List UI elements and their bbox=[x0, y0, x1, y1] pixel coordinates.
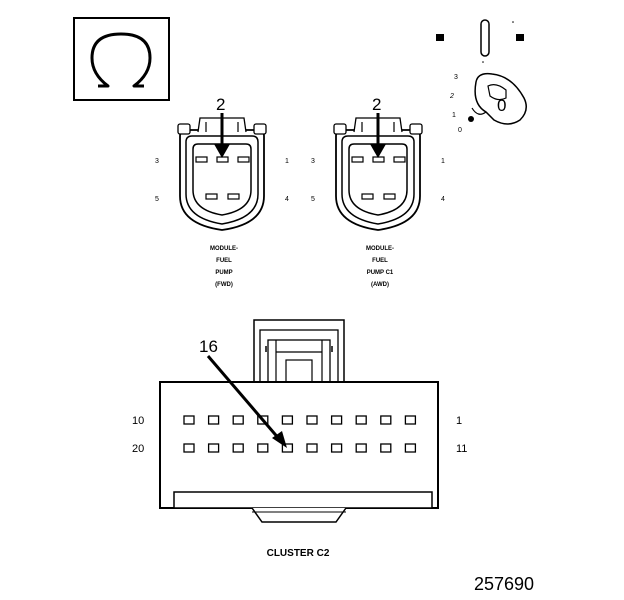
cluster-pin-cavity bbox=[404, 415, 417, 425]
fwd-caption-line-2: FUEL bbox=[216, 258, 232, 264]
cavity-3 bbox=[195, 156, 208, 163]
figure-id: 257690 bbox=[474, 574, 534, 594]
cluster-pin-cavity bbox=[232, 443, 244, 453]
key-slot-icon bbox=[480, 19, 490, 57]
fwd-pin-1-label: 1 bbox=[285, 158, 289, 165]
cluster-pin-cavity bbox=[404, 443, 417, 453]
cluster-pin-cavity bbox=[306, 415, 318, 425]
ignition-pos-1: 1 bbox=[452, 112, 456, 119]
connector-fwd: 2 3 5 1 4 MODULE- FUEL PUMP (FWD) bbox=[155, 95, 289, 288]
ignition-position-dot bbox=[468, 116, 474, 122]
awd-pin-3-label: 3 bbox=[311, 158, 315, 165]
cluster-pin-cavity bbox=[355, 443, 367, 453]
cavity-1 bbox=[393, 156, 406, 163]
cluster-row2-left-label: 20 bbox=[132, 443, 144, 455]
cluster-pin-cavity bbox=[355, 415, 367, 425]
cavity-4 bbox=[227, 193, 240, 200]
awd-caption-line-1: MODULE- bbox=[366, 246, 394, 252]
fwd-arrow-pin-label: 2 bbox=[216, 95, 225, 114]
ignition-switch: 0 3 2 1 0 bbox=[436, 19, 527, 134]
cluster-pin-cavity bbox=[207, 443, 220, 453]
cluster-pin-cavity bbox=[330, 443, 343, 453]
cluster-pin-cavity bbox=[183, 443, 195, 453]
cavity-2 bbox=[216, 156, 229, 163]
cluster-pin-cavity bbox=[232, 415, 244, 425]
ohmmeter-symbol: Ω bbox=[121, 59, 122, 61]
fwd-caption-line-3: PUMP bbox=[215, 270, 232, 276]
cavity-1 bbox=[237, 156, 250, 163]
awd-pin-4-label: 4 bbox=[441, 196, 445, 203]
ignition-pos-2: 2 bbox=[449, 93, 454, 100]
cluster-pin-cavity bbox=[306, 443, 318, 453]
cluster-pin-cavity bbox=[380, 415, 392, 425]
cluster-pin-cavity bbox=[257, 443, 269, 453]
cluster-row1-right-label: 1 bbox=[456, 415, 462, 427]
ignition-marker-left bbox=[436, 34, 444, 41]
awd-caption-line-3: PUMP C1 bbox=[367, 270, 394, 276]
ignition-pos-0: 0 bbox=[458, 127, 462, 134]
cluster-pin-cavity bbox=[183, 415, 195, 425]
cluster-arrow-pin-label: 16 bbox=[199, 337, 218, 356]
ignition-pos-3: 3 bbox=[454, 74, 458, 81]
cluster-pin-cavity bbox=[380, 443, 392, 453]
cluster-pin-cavity bbox=[207, 415, 220, 425]
cluster-pin-grid bbox=[183, 415, 417, 453]
ohmmeter-icon: Ω bbox=[73, 17, 170, 101]
fwd-pin-5-label: 5 bbox=[155, 196, 159, 203]
awd-pin-1-label: 1 bbox=[441, 158, 445, 165]
cluster-row2-right-label: 11 bbox=[456, 443, 467, 455]
cavity-4 bbox=[383, 193, 396, 200]
cavity-5 bbox=[361, 193, 374, 200]
cluster-row1-left-label: 10 bbox=[132, 415, 144, 427]
awd-pin-5-label: 5 bbox=[311, 196, 315, 203]
cavity-2 bbox=[372, 156, 385, 163]
awd-arrow-pin-label: 2 bbox=[372, 95, 381, 114]
cluster-caption: CLUSTER C2 bbox=[267, 548, 330, 559]
cluster-pin-cavity bbox=[281, 443, 294, 453]
cavity-5 bbox=[205, 193, 218, 200]
fwd-pin-3-label: 3 bbox=[155, 158, 159, 165]
awd-caption-line-4: (AWD) bbox=[371, 282, 389, 288]
ignition-marker-right bbox=[516, 34, 524, 41]
cluster-pin-cavity bbox=[281, 415, 294, 425]
cluster-pin-cavity bbox=[330, 415, 343, 425]
fwd-caption-line-1: MODULE- bbox=[210, 246, 238, 252]
fwd-caption-line-4: (FWD) bbox=[215, 282, 233, 288]
ignition-key-label: 0 bbox=[497, 96, 506, 115]
awd-caption-line-2: FUEL bbox=[372, 258, 388, 264]
cluster-c2-connector: 10 1 20 11 16 CLUSTER C2 bbox=[132, 319, 467, 559]
connector-awd: 2 3 5 1 4 MODULE- FUEL PUMP C1 (AWD) bbox=[311, 95, 445, 288]
fwd-pin-4-label: 4 bbox=[285, 196, 289, 203]
cavity-3 bbox=[351, 156, 364, 163]
